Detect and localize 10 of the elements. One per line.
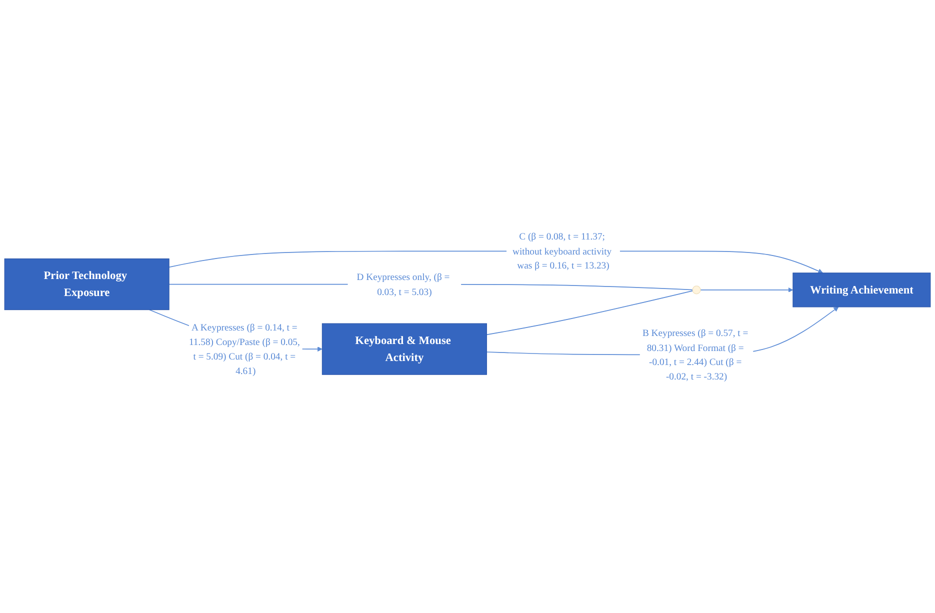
node-box: Writing Achievement (792, 272, 931, 308)
node-box: Prior Technology Exposure (4, 258, 170, 310)
arrow (700, 287, 794, 292)
connector (486, 290, 694, 335)
edge-label: C (β = 0.08, t = 11.37; without keyboard activity was β = 0.16, t = 13.23) (512, 231, 612, 271)
node-circle (692, 286, 701, 294)
node-box: Keyboard & Mouse Activity (322, 323, 487, 375)
edge-label: A Keypresses (β = 0.14, t = 11.58) Copy/Paste (β = 0.05, t = 5.09) Cut (β = 0.04, t = 4.61) (188, 322, 300, 376)
edge-label: D Keypresses only, (β = 0.03, t = 5.03) (356, 271, 450, 297)
edge-label: B Keypresses (β = 0.57, t = 80.31) Word Format (β = -0.01, t = 2.44) Cut (β = -0.02, t = -3.32) (642, 327, 748, 382)
